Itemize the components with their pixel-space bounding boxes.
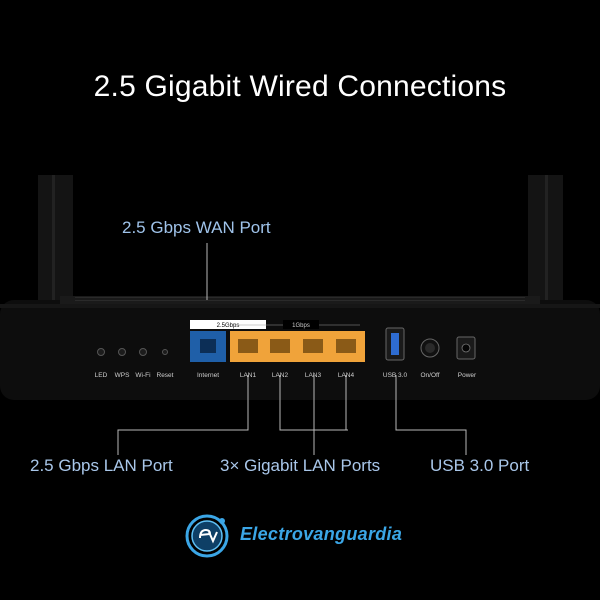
wps-label: WPS — [115, 372, 130, 379]
wifi-button[interactable] — [139, 348, 147, 356]
reset-label: Reset — [157, 372, 174, 379]
lan4-port[interactable] — [336, 339, 356, 353]
led-label: LED — [95, 372, 108, 379]
lan2-label: LAN2 — [272, 372, 289, 379]
wps-button[interactable] — [118, 348, 126, 356]
vent-grille — [75, 297, 525, 301]
reset-button[interactable] — [162, 349, 168, 355]
speed-tag-25-bg — [190, 320, 266, 329]
led-button[interactable] — [97, 348, 105, 356]
usb-label: USB 3.0 — [383, 372, 408, 379]
headline: 2.5 Gigabit Wired Connections — [93, 70, 507, 103]
callout-lan25: 2.5 Gbps LAN Port — [30, 456, 173, 475]
brand-watermark: Electrovanguardia — [182, 511, 422, 561]
wifi-label: Wi-Fi — [135, 372, 150, 379]
lan4-label: LAN4 — [338, 372, 355, 379]
onoff-label: On/Off — [420, 372, 439, 379]
power-label: Power — [458, 372, 477, 379]
button-row — [97, 348, 168, 356]
speed-tag-1g: 1Gbps — [292, 323, 310, 329]
lan1-port[interactable] — [238, 339, 258, 353]
callout-lines — [117, 243, 467, 455]
callout-usb: USB 3.0 Port — [430, 456, 530, 475]
lan3-label: LAN3 — [305, 372, 322, 379]
lan3-port[interactable] — [303, 339, 323, 353]
internet-label: Internet — [197, 372, 219, 379]
speed-tag-25: 2.5Gbps — [217, 323, 240, 329]
lan1-label: LAN1 — [240, 372, 257, 379]
brand-text: Electrovanguardia — [240, 524, 403, 544]
callout-wan: 2.5 Gbps WAN Port — [122, 218, 271, 237]
callout-lan3: 3× Gigabit LAN Ports — [220, 456, 381, 475]
ev-logo-icon — [185, 514, 229, 558]
lan2-port[interactable] — [270, 339, 290, 353]
